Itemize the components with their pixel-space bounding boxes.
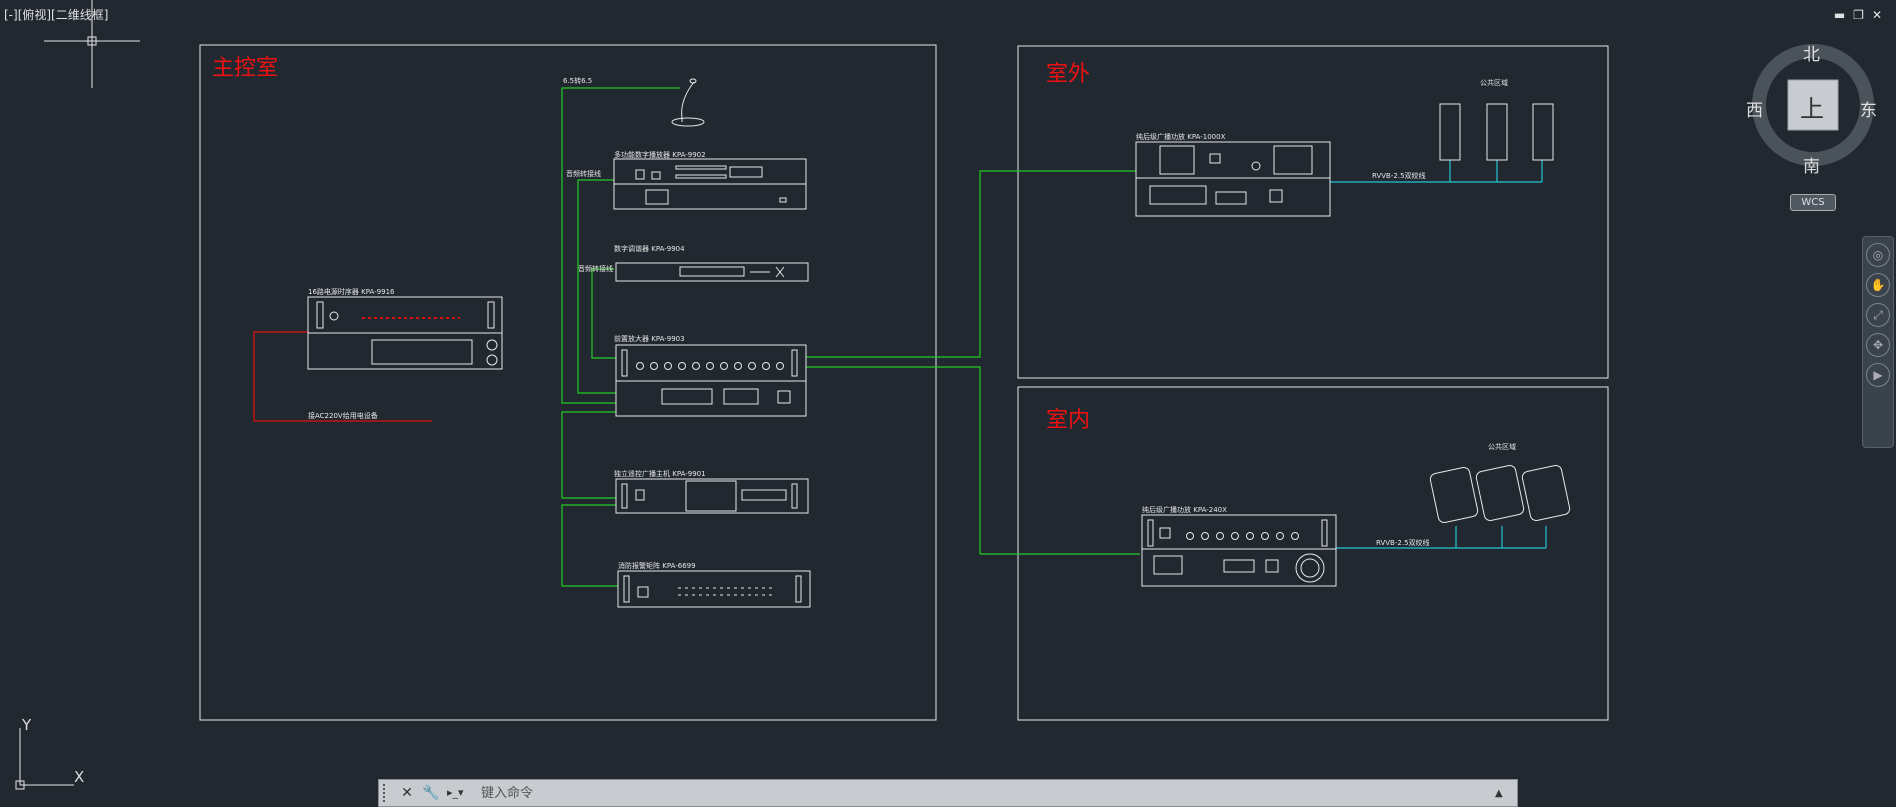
compass-south[interactable]: 南: [1803, 157, 1820, 177]
knob: [664, 362, 672, 370]
knob: [1291, 532, 1299, 540]
knob: [1276, 532, 1284, 540]
device-tuner[interactable]: [615, 262, 809, 282]
device-paging-host[interactable]: [615, 478, 809, 514]
audio-cable-label-1: 音频转接线: [566, 170, 601, 178]
multi-player-label: 多功能数字播放器 KPA-9902: [614, 151, 706, 159]
knob: [734, 362, 742, 370]
device-multi-player[interactable]: [613, 158, 807, 210]
command-input[interactable]: [479, 781, 1495, 805]
viewcube[interactable]: [1752, 44, 1874, 166]
knob: [1186, 532, 1194, 540]
outdoor-speakers: [1439, 103, 1554, 161]
zoom-icon[interactable]: ⤢: [1866, 303, 1890, 327]
device-fire-matrix[interactable]: [617, 570, 811, 608]
settings-icon[interactable]: 🔧: [422, 785, 440, 801]
room-title-indoor: 室内: [1046, 408, 1091, 433]
knob: [762, 362, 770, 370]
knob: [776, 362, 784, 370]
knob: [1261, 532, 1269, 540]
knob: [706, 362, 714, 370]
knob: [692, 362, 700, 370]
room-title-main: 主控室: [212, 56, 279, 81]
knob: [1246, 532, 1254, 540]
compass-east[interactable]: 东: [1860, 101, 1877, 121]
speaker-wiring: [1330, 160, 1547, 549]
close-icon[interactable]: ✕: [401, 785, 413, 801]
ucs-icon: [15, 728, 74, 790]
audio-cable-label-2: 音频转接线: [578, 265, 613, 273]
restore-icon[interactable]: ❐: [1853, 8, 1864, 22]
orbit-icon[interactable]: ✥: [1866, 333, 1890, 357]
viewport-label[interactable]: [-][俯视][二维线框]: [4, 8, 109, 22]
steering-wheel-icon[interactable]: ◎: [1866, 243, 1890, 267]
mic-cable-label: 6.5转6.5: [563, 77, 593, 85]
paging-host-label: 独立遥控广播主机 KPA-9901: [614, 470, 706, 478]
history-arrow-icon[interactable]: ▲: [1495, 787, 1503, 799]
showmotion-icon[interactable]: ▶: [1866, 363, 1890, 387]
power-wiring: [253, 331, 432, 422]
viewcube-top-face[interactable]: 上: [1800, 95, 1824, 123]
wcs-menu[interactable]: WCS: [1790, 194, 1836, 211]
frame-main-control-room: [199, 44, 937, 721]
knob: [650, 362, 658, 370]
knob: [720, 362, 728, 370]
zone-outdoor-label: 公共区域: [1480, 79, 1508, 87]
device-preamp[interactable]: [615, 344, 807, 417]
amp-indoor-label: 纯后级广播功放 KPA-240X: [1142, 506, 1227, 514]
close-icon[interactable]: ✕: [1871, 8, 1882, 22]
window-controls: ▬ ❐ ✕: [1834, 8, 1882, 22]
device-amp-indoor[interactable]: [1141, 514, 1337, 587]
green-wiring: [561, 87, 1140, 587]
recent-commands-icon[interactable]: ▸_▾: [447, 786, 464, 799]
knob: [748, 362, 756, 370]
knob: [678, 362, 686, 370]
microphone-icon: [671, 78, 705, 127]
compass-north[interactable]: 北: [1803, 45, 1820, 65]
grip-handle[interactable]: [383, 784, 393, 802]
minimize-icon[interactable]: ▬: [1833, 8, 1846, 22]
frame-outdoor: [1017, 45, 1609, 379]
fire-matrix-label: 消防报警矩阵 KPA-6699: [618, 562, 696, 570]
speaker-cable-outdoor-label: RVVB-2.5双绞线: [1372, 172, 1426, 180]
ucs-y-label: Y: [22, 716, 32, 734]
tuner-label: 数字调谐器 KPA-9904: [614, 245, 685, 253]
navigation-bar: ◎ ✋ ⤢ ✥ ▶: [1862, 236, 1894, 448]
power-sequencer-label: 16路电源时序器 KPA-9916: [308, 288, 395, 296]
compass-west[interactable]: 西: [1746, 101, 1763, 121]
knob: [1216, 532, 1224, 540]
ucs-x-label: X: [74, 768, 85, 786]
power-note-label: 接AC220V给用电设备: [308, 412, 378, 420]
indoor-speakers: [1429, 465, 1571, 523]
room-title-outdoor: 室外: [1046, 62, 1091, 87]
speaker-cable-indoor-label: RVVB-2.5双绞线: [1376, 539, 1430, 547]
knob: [1201, 532, 1209, 540]
device-power-sequencer[interactable]: [307, 296, 503, 370]
command-line: ✕ 🔧 ▸_▾ ▲: [378, 779, 1518, 807]
device-amp-outdoor[interactable]: [1135, 141, 1331, 217]
pan-icon[interactable]: ✋: [1866, 273, 1890, 297]
zone-indoor-label: 公共区域: [1488, 443, 1516, 451]
preamp-label: 前置放大器 KPA-9903: [614, 335, 685, 343]
knob: [1231, 532, 1239, 540]
knob: [636, 362, 644, 370]
amp-outdoor-label: 纯后级广播功放 KPA-1000X: [1136, 133, 1226, 141]
crosshair-cursor: [44, 0, 140, 88]
